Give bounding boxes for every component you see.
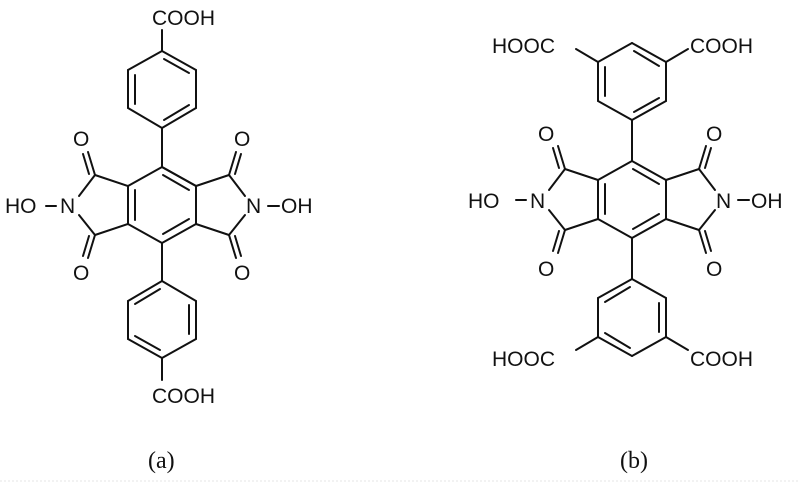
bottom-dicarboxyphenyl-ring-b	[575, 237, 689, 357]
nitrogen-right-label-b: N	[716, 190, 731, 213]
nitrogen-left-label-b: N	[530, 190, 545, 213]
bottom-phenyl-ring-a	[127, 242, 197, 381]
bottom-left-carboxyl-label-b: HOOC	[492, 348, 555, 371]
carbonyl-o-top-right-a: O	[234, 128, 250, 151]
hydroxyl-left-label-b: HO	[468, 190, 500, 213]
carbonyl-o-bottom-right-b: O	[706, 258, 722, 281]
hydroxyl-right-label-b: OH	[751, 190, 783, 213]
carbonyl-o-top-left-b: O	[538, 123, 554, 146]
hydroxyl-left-label-a: HO	[5, 195, 37, 218]
top-carboxyl-label-a: COOH	[152, 7, 215, 30]
bottom-carboxyl-label-a: COOH	[152, 385, 215, 408]
right-imide-ring-b	[665, 145, 750, 254]
carbonyl-o-bottom-left-b: O	[538, 258, 554, 281]
nitrogen-left-label-a: N	[60, 195, 75, 218]
left-imide-ring-b	[515, 145, 599, 254]
top-left-carboxyl-label-b: HOOC	[492, 35, 555, 58]
carbonyl-o-bottom-left-a: O	[73, 262, 89, 285]
core-benzene-ring-a	[127, 166, 197, 244]
structure-a: COOH COOH O O O O HO N N OH (a)	[5, 7, 313, 474]
top-phenyl-ring-a	[127, 29, 197, 168]
carbonyl-o-top-left-a: O	[73, 128, 89, 151]
bottom-right-carboxyl-label-b: COOH	[690, 348, 753, 371]
hydroxyl-right-label-a: OH	[281, 195, 313, 218]
nitrogen-right-label-a: N	[246, 195, 261, 218]
core-benzene-ring-b	[597, 160, 667, 239]
caption-a: (a)	[148, 448, 175, 474]
right-imide-ring-a	[195, 151, 280, 259]
structure-b: HOOC COOH HOOC COOH O O O O HO N N OH (b…	[468, 35, 783, 474]
left-imide-ring-a	[45, 151, 129, 259]
carbonyl-o-bottom-right-a: O	[234, 262, 250, 285]
caption-b: (b)	[620, 448, 648, 474]
carbonyl-o-top-right-b: O	[706, 123, 722, 146]
top-right-carboxyl-label-b: COOH	[690, 35, 753, 58]
top-dicarboxyphenyl-ring-b	[575, 42, 689, 162]
